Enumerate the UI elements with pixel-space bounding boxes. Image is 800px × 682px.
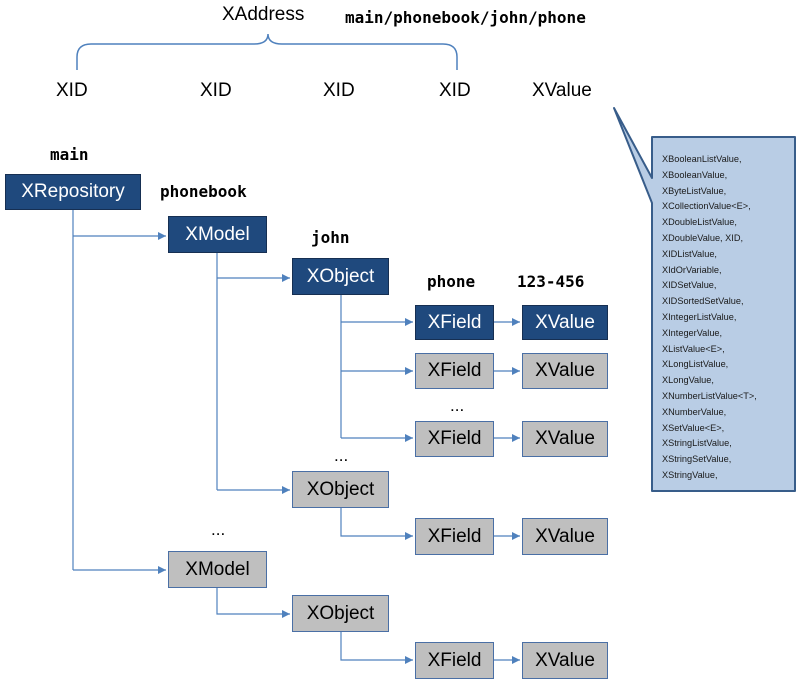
- address-part-3: XID: [323, 80, 355, 101]
- field-node: XField: [415, 421, 494, 457]
- address-brace: [76, 33, 458, 70]
- more-objects-ellipsis: ...: [334, 446, 349, 465]
- field-node: XField: [415, 353, 494, 389]
- more-models-ellipsis: ...: [211, 520, 226, 539]
- field-id-label: phone: [427, 272, 476, 291]
- repository-id-label: main: [50, 145, 89, 164]
- address-path: main/phonebook/john/phone: [345, 8, 586, 27]
- field-node: XField: [415, 305, 494, 340]
- object-node: XObject: [292, 471, 389, 508]
- value-type-item: XCollectionValue<E>,: [662, 201, 751, 212]
- field-node: XField: [415, 642, 494, 679]
- address-value-label: XValue: [532, 80, 592, 101]
- xaddress-label: XAddress: [222, 4, 305, 25]
- value-type-item: XIntegerValue,: [662, 327, 723, 338]
- callout-balloon: [613, 107, 796, 492]
- address-part-1: XID: [56, 80, 88, 101]
- object-id-label: john: [311, 228, 350, 247]
- value-type-item: XDoubleValue, XID,: [662, 232, 744, 243]
- value-type-item: XIdOrVariable,: [662, 264, 722, 275]
- value-type-item: XNumberValue,: [662, 406, 727, 417]
- value-node: XValue: [522, 305, 608, 340]
- value-type-item: XLongListValue,: [662, 359, 729, 370]
- model-node: XModel: [168, 551, 267, 588]
- value-type-item: XBooleanListValue,: [662, 154, 742, 164]
- connector-object2-trunk: [340, 508, 413, 540]
- value-node: XValue: [522, 353, 608, 389]
- object-node: XObject: [292, 595, 389, 632]
- value-type-item: XLongValue,: [662, 375, 714, 386]
- more-fields-ellipsis: ...: [450, 396, 465, 415]
- value-type-item: XStringSetValue,: [662, 454, 732, 465]
- repository-node: XRepository: [5, 174, 141, 210]
- value-types-list: XBooleanListValue, XBooleanValue, XByteLis…: [662, 152, 798, 484]
- value-type-item: XNumberListValue<T>,: [662, 390, 757, 401]
- address-part-4: XID: [439, 80, 471, 101]
- model-node: XModel: [168, 216, 267, 253]
- value-type-item: XListValue<E>,: [662, 343, 725, 354]
- value-node: XValue: [522, 518, 608, 555]
- model-id-label: phonebook: [160, 182, 247, 201]
- value-label: 123-456: [517, 272, 585, 291]
- address-part-2: XID: [200, 80, 232, 101]
- connector-model2-trunk: [216, 588, 290, 618]
- value-type-item: XStringListValue,: [662, 438, 732, 449]
- value-node: XValue: [522, 642, 608, 679]
- value-type-item: XDoubleListValue,: [662, 217, 737, 228]
- value-type-item: XSetValue<E>,: [662, 422, 725, 433]
- value-type-item: XIntegerListValue,: [662, 311, 737, 322]
- connector-object3-trunk: [340, 632, 413, 664]
- value-node: XValue: [522, 421, 608, 457]
- value-type-item: XStringValue,: [662, 469, 718, 480]
- value-type-item: XByteListValue,: [662, 185, 727, 196]
- object-node: XObject: [292, 258, 389, 295]
- value-type-item: XBooleanValue,: [662, 169, 728, 180]
- value-type-item: XIDSetValue,: [662, 280, 717, 291]
- value-type-item: XIDListValue,: [662, 248, 717, 259]
- field-node: XField: [415, 518, 494, 555]
- value-type-item: XIDSortedSetValue,: [662, 296, 744, 307]
